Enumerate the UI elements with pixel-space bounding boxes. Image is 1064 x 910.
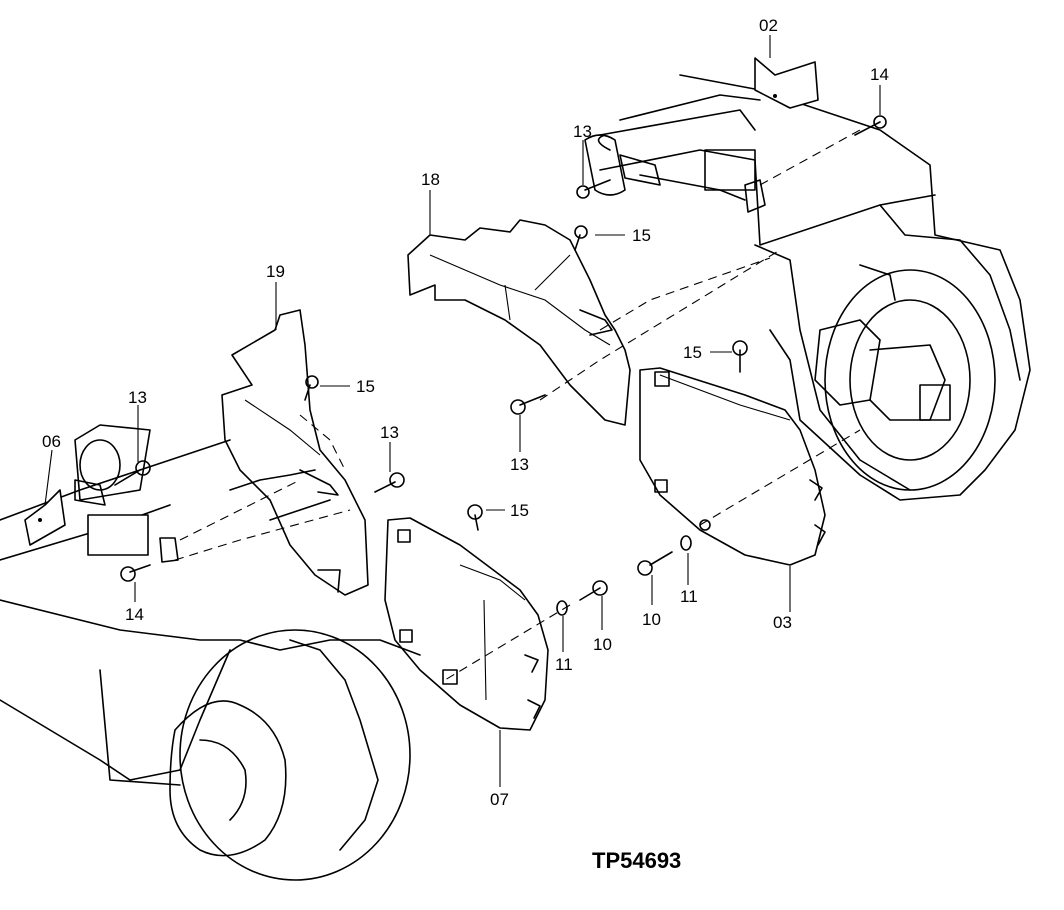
bolt-15-top: [574, 225, 588, 251]
bolt-13-bracket: [510, 394, 546, 415]
plate-06: [24, 489, 66, 546]
deflector-18: [407, 219, 631, 426]
cover-03: [639, 367, 826, 566]
callout-10-left: 10: [593, 635, 612, 654]
callout-18: 18: [421, 170, 440, 189]
callout-13-bracket: 13: [510, 455, 529, 474]
callout-02: 02: [759, 16, 778, 35]
callout-14-top: 14: [870, 65, 889, 84]
bolt-13-upright: [114, 460, 151, 486]
callout-15-mid: 15: [683, 343, 702, 362]
callout-13-left: 13: [380, 423, 399, 442]
bolt-14-top: [854, 115, 887, 136]
assembly-lines: [174, 129, 861, 681]
washer-11-right: [680, 535, 692, 551]
callout-10-right: 10: [642, 610, 661, 629]
bolt-13-left: [374, 472, 405, 493]
callout-07: 07: [490, 790, 509, 809]
washer-11-left: [556, 600, 568, 616]
callout-15-top: 15: [632, 226, 651, 245]
left-track-frame: [0, 424, 421, 881]
callout-11-right: 11: [680, 587, 698, 606]
mount-block-left: [87, 514, 179, 563]
callout-03: 03: [773, 613, 792, 632]
bolt-10-left: [579, 580, 608, 601]
bolt-13-top: [576, 179, 611, 199]
callout-13-upright: 13: [128, 388, 147, 407]
callout-19: 19: [266, 262, 285, 281]
right-track-frame: [584, 74, 1031, 501]
callout-11-left: 11: [555, 655, 573, 674]
deflector-19: [221, 309, 369, 596]
bolt-15-cover: [467, 504, 483, 531]
bolt-15-left: [304, 375, 319, 401]
leader-lines: [44, 35, 881, 787]
bolt-15-mid: [732, 340, 748, 373]
cover-07: [384, 517, 549, 731]
bolt-14-left: [120, 564, 151, 582]
bolt-10-right: [637, 551, 673, 576]
figure-id-label: TP54693: [592, 848, 681, 873]
callout-13-top: 13: [573, 122, 592, 141]
callout-15-cover: 15: [510, 501, 529, 520]
callout-15-left: 15: [356, 377, 375, 396]
callout-14-left: 14: [125, 605, 144, 624]
callout-06: 06: [42, 432, 61, 451]
bracket-02: [754, 57, 819, 109]
